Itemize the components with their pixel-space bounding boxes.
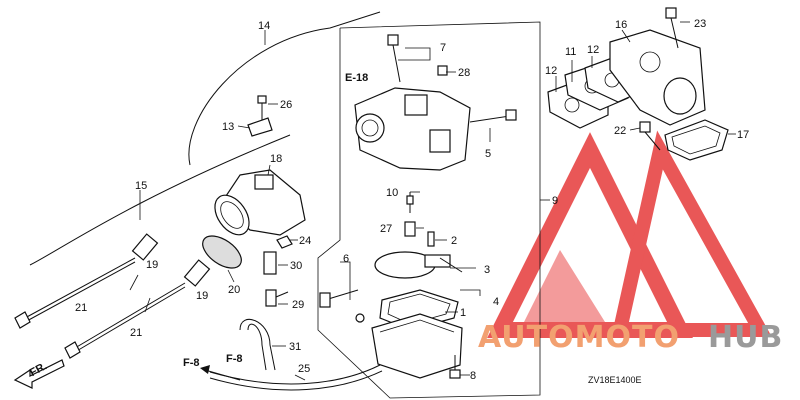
- label-19-lower: 19: [196, 290, 208, 302]
- intake-screen: [202, 235, 242, 269]
- label-1: 1: [460, 307, 466, 319]
- choke-cable: [29, 134, 291, 266]
- label-12-front: 12: [545, 65, 557, 77]
- label-22: 22: [614, 125, 626, 137]
- watermark-text-gray: HUB: [708, 320, 783, 355]
- label-19-upper: 19: [146, 259, 158, 271]
- label-23: 23: [694, 18, 706, 30]
- label-4: 4: [493, 296, 499, 308]
- screw-6: [319, 289, 365, 323]
- label-2: 2: [451, 235, 457, 247]
- label-7: 7: [440, 42, 446, 54]
- leader-lines: [129, 21, 736, 381]
- bolt-21-upper: [14, 257, 136, 329]
- bolt-21-lower: [64, 282, 186, 359]
- screw-8: [449, 355, 461, 379]
- screw-5: [469, 109, 517, 123]
- ref-f8-tube: F-8: [226, 353, 243, 365]
- bolt-22: [639, 121, 661, 151]
- label-21-upper: 21: [75, 302, 87, 314]
- label-27: 27: [380, 223, 392, 235]
- label-18: 18: [270, 153, 282, 165]
- label-5: 5: [485, 148, 491, 160]
- nut-24: [276, 235, 293, 249]
- float-3: [374, 251, 463, 279]
- label-25: 25: [298, 363, 310, 375]
- label-16: 16: [615, 19, 627, 31]
- front-direction-arrow: [13, 359, 65, 389]
- carburetor-body: [354, 87, 471, 171]
- gasket-17: [664, 119, 729, 161]
- label-28: 28: [458, 67, 470, 79]
- label-3: 3: [484, 264, 490, 276]
- label-26: 26: [280, 99, 292, 111]
- jet-27: [404, 221, 416, 237]
- fitting-29: [265, 289, 289, 307]
- label-13: 13: [222, 121, 234, 133]
- diagram-code: ZV18E1400E: [588, 375, 642, 385]
- watermark-text-orange: AUTOMOTO: [478, 320, 680, 355]
- label-30: 30: [290, 260, 302, 272]
- label-20: 20: [228, 284, 240, 296]
- label-10: 10: [386, 187, 398, 199]
- float-chamber-4: [371, 313, 463, 379]
- label-17: 17: [737, 129, 749, 141]
- pin-2: [427, 231, 435, 247]
- label-21-lower: 21: [130, 327, 142, 339]
- label-14: 14: [258, 20, 270, 32]
- f8-arrow: [200, 365, 241, 381]
- label-12-rear: 12: [587, 44, 599, 56]
- label-8: 8: [470, 370, 476, 382]
- throttle-cable: [188, 11, 381, 166]
- collar-19-upper: [131, 233, 159, 261]
- bolt-28: [437, 65, 448, 76]
- label-29: 29: [292, 299, 304, 311]
- tube-30: [263, 251, 277, 275]
- collar-19-lower: [183, 259, 211, 287]
- air-intake-elbow: [214, 169, 306, 236]
- ref-e18: E-18: [345, 72, 368, 84]
- needle-valve-10: [406, 192, 414, 213]
- screw-7: [387, 34, 401, 83]
- assembly-bracket: [317, 21, 541, 399]
- label-6: 6: [343, 253, 349, 265]
- label-24: 24: [299, 235, 311, 247]
- tube-31: [239, 318, 276, 371]
- ref-f8-left: F-8: [183, 357, 200, 369]
- label-9: 9: [552, 195, 558, 207]
- watermark-logo: [487, 130, 772, 338]
- label-31: 31: [289, 341, 301, 353]
- screw-26: [257, 95, 267, 120]
- cable-clip: [247, 117, 273, 137]
- bolt-23: [665, 7, 679, 49]
- label-11: 11: [565, 46, 576, 58]
- insulator-16: [609, 29, 706, 126]
- label-15: 15: [135, 180, 147, 192]
- ref-front: FR.: [28, 360, 49, 379]
